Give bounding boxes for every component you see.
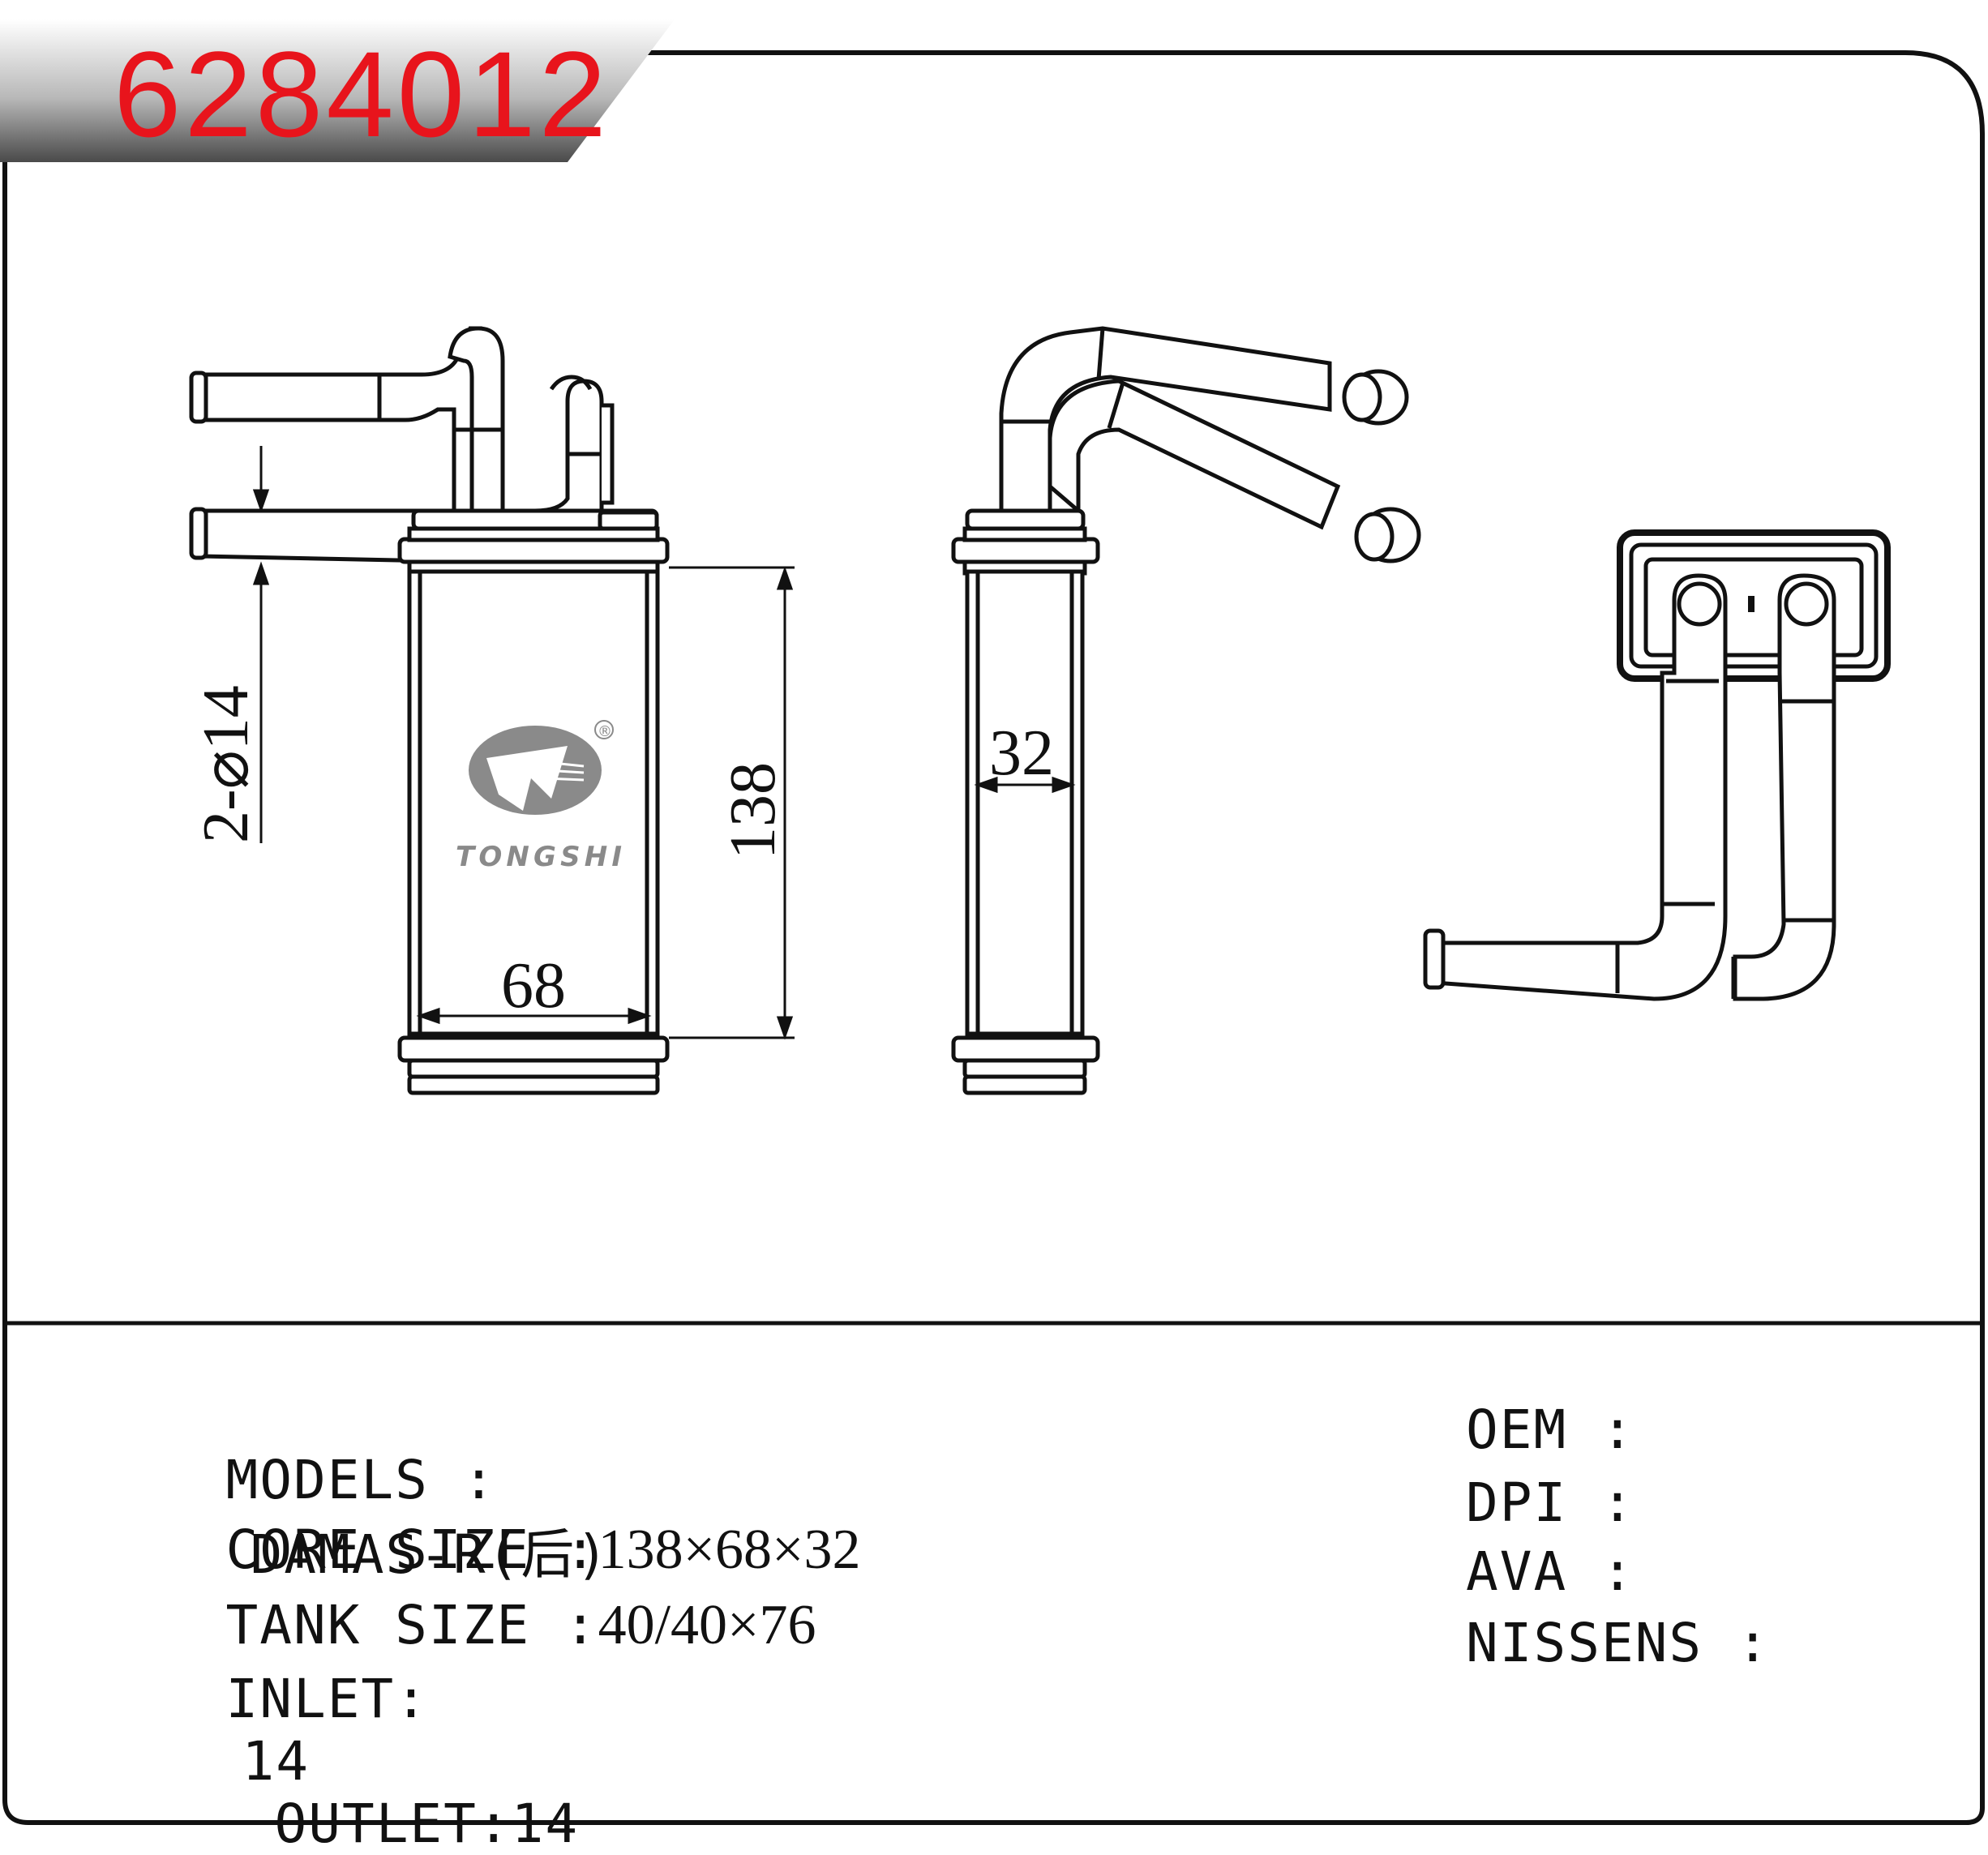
- side-view: [951, 326, 1421, 1095]
- ava-row: AVA :: [1466, 1540, 1635, 1603]
- side-top-tank: [965, 508, 1086, 531]
- inlet-label: INLET:: [225, 1668, 429, 1730]
- frame-border: [2, 50, 1985, 1825]
- inlet-outlet-row: INLET: 14 OUTLET:14: [158, 1605, 579, 1855]
- part-number: 6284012: [114, 26, 610, 162]
- part-number-tab: [0, 19, 675, 162]
- top-tank: [397, 537, 670, 564]
- tank-size-value: 40/40×76: [598, 1594, 816, 1656]
- dim-width-label: 68: [501, 950, 566, 1022]
- dpi-row: DPI :: [1466, 1472, 1635, 1534]
- models-label: MODELS :: [225, 1449, 497, 1511]
- tank-size-row: TANK SIZE :40/40×76: [158, 1531, 816, 1658]
- side-dimension: [974, 776, 1076, 794]
- outlet-value: 14: [511, 1793, 580, 1855]
- upper-pipe: [189, 326, 482, 513]
- top-view-pipe-right: [1731, 573, 1836, 1001]
- outlet-label: OUTLET:: [274, 1793, 512, 1855]
- top-view-pipe-left: [1423, 573, 1829, 1001]
- side-pipe-lower: [1048, 379, 1421, 563]
- core-size-label: CORE SIZE :: [225, 1519, 598, 1581]
- dim-depth-label: 32: [989, 718, 1054, 789]
- core-size-row: CORE SIZE :138×68×32: [158, 1455, 861, 1583]
- dim-height-label: 138: [718, 762, 789, 859]
- front-view: [189, 326, 670, 1095]
- front-dimensions: [252, 446, 795, 1040]
- side-bottom-tank: [951, 1035, 1100, 1063]
- bottom-tank: [397, 1035, 670, 1063]
- oem-row: OEM :: [1466, 1399, 1635, 1461]
- side-core: [965, 569, 1085, 1036]
- logo-text: TONGSHI: [456, 841, 622, 873]
- logo-registered-mark: ®: [598, 723, 612, 740]
- nissens-row: NISSENS :: [1466, 1612, 1771, 1674]
- models-value: DAMAS-R(后): [250, 1523, 611, 1586]
- dim-diameter-label: 2-⌀14: [191, 685, 262, 843]
- top-view: [1423, 529, 1891, 1001]
- top-tank-cap: [598, 510, 659, 531]
- side-pipe-upper: [999, 326, 1409, 513]
- models-row: MODELS : DAMAS-R(后): [158, 1386, 610, 1589]
- tank-size-label: TANK SIZE :: [225, 1594, 598, 1656]
- tongshi-logo: ® TONGSHI: [456, 720, 622, 873]
- inlet-value: 14: [242, 1730, 310, 1793]
- upper-bend: [448, 326, 505, 513]
- core-size-value: 138×68×32: [598, 1519, 861, 1581]
